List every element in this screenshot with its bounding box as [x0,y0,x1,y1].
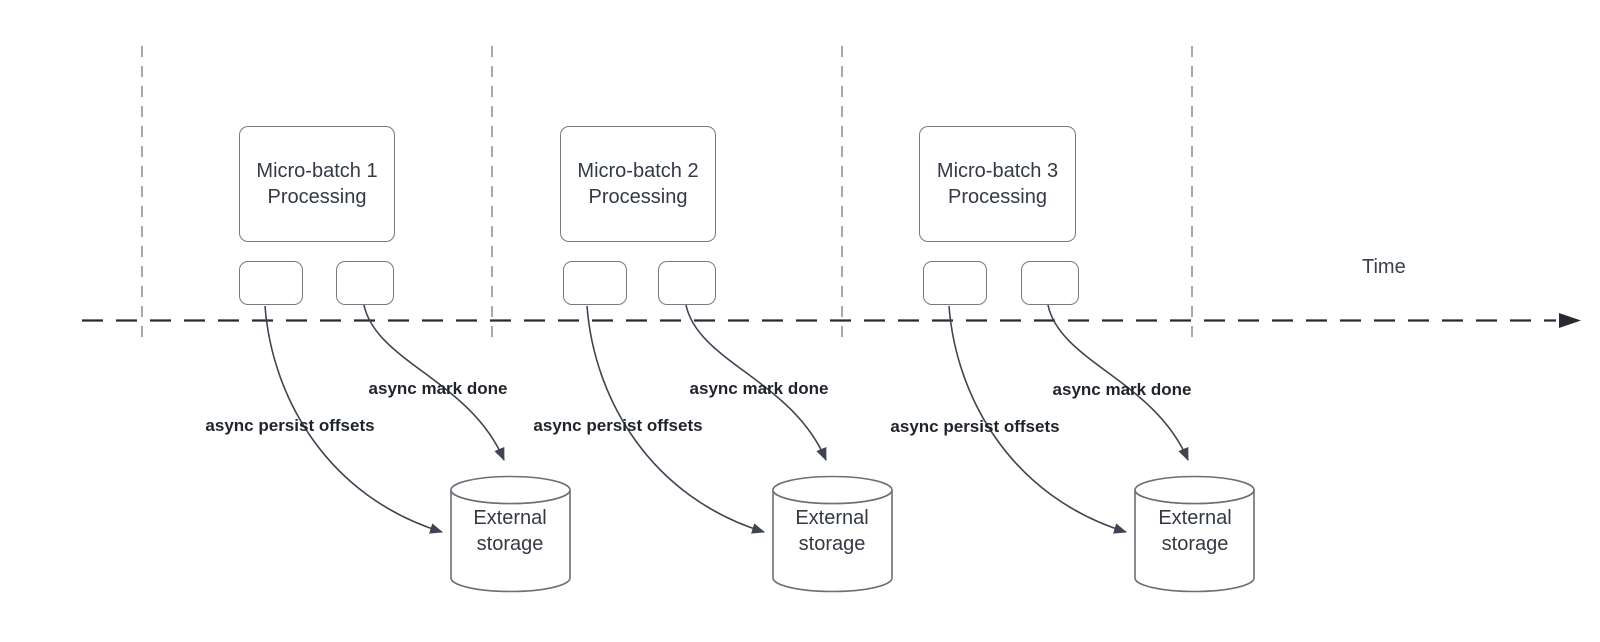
vertical-guide-lines [141,46,1193,341]
storage-cylinder-top-1 [450,475,571,505]
mark-done-label-2: async mark done [689,379,829,398]
micro-batch-3-title: Micro-batch 3 Processing [936,160,1059,208]
mark-done-label-1: async mark done [368,379,508,398]
storage-cylinder-top-2 [772,475,893,505]
time-axis-label: Time [1362,256,1406,278]
persist-offsets-arrow-3 [948,305,1128,534]
micro-batch-2-box: Micro-batch 2 Processing [560,126,716,242]
persist-offsets-arrow-2 [586,305,766,534]
micro-batch-2-title: Micro-batch 2 Processing [577,160,699,208]
storage-cylinder-top-3 [1134,475,1255,505]
mark-done-node-3 [1021,261,1079,305]
micro-batch-3-box: Micro-batch 3 Processing [919,126,1076,242]
persist-offsets-label-3: async persist offsets [890,417,1060,436]
batch-2-connector-group [586,304,893,593]
batch-3-connector-group [948,304,1255,593]
persist-offsets-label-2: async persist offsets [533,416,703,435]
mark-done-arrow-2 [685,304,827,461]
mark-done-arrow-3 [1047,304,1189,461]
mark-done-label-3: async mark done [1052,380,1192,399]
persist-offsets-node-3 [923,261,987,305]
micro-batch-1-title: Micro-batch 1 Processing [256,160,378,208]
mark-done-arrow-1 [363,304,505,461]
external-storage-label-3: External storage [1158,507,1232,555]
batch-1-connector-group [264,304,571,593]
persist-offsets-label-1: async persist offsets [205,416,375,435]
persist-offsets-node-2 [563,261,627,305]
micro-batch-1-box: Micro-batch 1 Processing [239,126,395,242]
external-storage-label-1: External storage [473,507,547,555]
external-storage-label-2: External storage [795,507,869,555]
persist-offsets-node-1 [239,261,303,305]
mark-done-node-2 [658,261,716,305]
mark-done-node-1 [336,261,394,305]
time-axis-arrowhead-icon [1559,313,1581,328]
persist-offsets-arrow-1 [264,305,444,534]
